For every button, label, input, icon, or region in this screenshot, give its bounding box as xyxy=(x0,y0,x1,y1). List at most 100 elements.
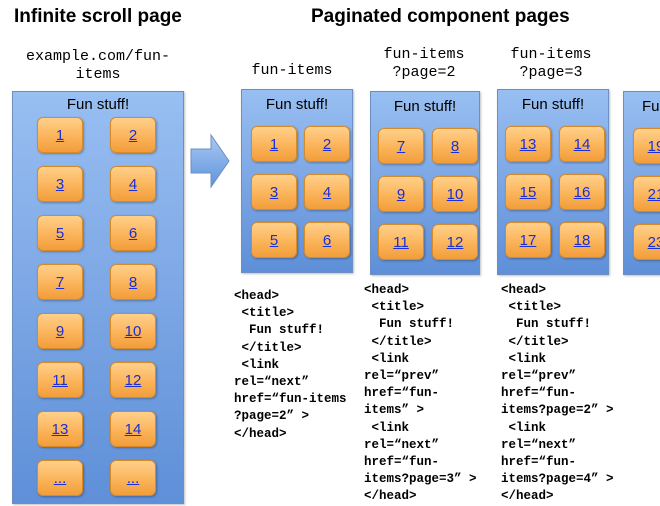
item-link[interactable]: 10 xyxy=(124,322,142,340)
item-tile: 19 xyxy=(633,128,660,164)
code-line: ?page=2” > xyxy=(234,409,310,424)
item-link[interactable]: 1 xyxy=(55,126,65,144)
item-link[interactable]: 2 xyxy=(322,135,332,153)
infinite-scroll-url: example.com/fun- items xyxy=(12,48,184,84)
code-line: href=“fun-items xyxy=(234,392,347,407)
item-tile: 10 xyxy=(432,176,478,212)
item-link[interactable]: 18 xyxy=(573,231,591,249)
item-link[interactable]: 16 xyxy=(573,183,591,201)
item-tile: 14 xyxy=(559,126,605,162)
code-line: rel=“next” xyxy=(234,375,310,390)
code-line: rel=“prev” xyxy=(364,369,440,384)
item-tile: 12 xyxy=(432,224,478,260)
item-tile: 8 xyxy=(432,128,478,164)
item-tile: 2 xyxy=(304,126,350,162)
code-line: Fun stuff! xyxy=(364,317,455,332)
item-tile: 6 xyxy=(304,222,350,258)
code-line: <link xyxy=(501,420,547,435)
item-link[interactable]: 19 xyxy=(647,137,660,155)
item-tile: 13 xyxy=(505,126,551,162)
item-tile: 1 xyxy=(251,126,297,162)
item-tile: 9 xyxy=(37,313,83,349)
item-tile: 3 xyxy=(251,174,297,210)
code-line: <head> xyxy=(234,289,280,303)
item-tile: 12 xyxy=(110,362,156,398)
item-link[interactable]: 1 xyxy=(269,135,279,153)
page1-head-code: <head> <title> Fun stuff! </title> <link… xyxy=(234,288,347,443)
item-tile: 1 xyxy=(37,117,83,153)
item-link[interactable]: 6 xyxy=(322,231,332,249)
item-link[interactable]: 12 xyxy=(124,371,142,389)
url-line: fun-items xyxy=(383,46,465,63)
item-link[interactable]: 3 xyxy=(55,175,65,193)
code-line: </head> xyxy=(234,426,287,441)
item-tile: 8 xyxy=(110,264,156,300)
item-tile: 7 xyxy=(37,264,83,300)
code-line: </head> xyxy=(364,489,417,504)
panel-title: Fun stuff! xyxy=(265,96,329,113)
item-link[interactable]: 15 xyxy=(519,183,537,201)
code-line: href=“fun- xyxy=(364,455,440,470)
item-link[interactable]: 8 xyxy=(128,273,138,291)
code-line: <head> xyxy=(501,283,547,297)
item-link[interactable]: ... xyxy=(126,469,140,487)
item-link[interactable]: 6 xyxy=(128,224,138,242)
page3-head-code: <head> <title> Fun stuff! </title> <link… xyxy=(501,282,614,506)
item-link[interactable]: 9 xyxy=(396,185,406,203)
code-line: Fun stuff! xyxy=(501,317,592,332)
item-link[interactable]: 13 xyxy=(51,420,69,438)
item-link[interactable]: 13 xyxy=(519,135,537,153)
item-tile: 14 xyxy=(110,411,156,447)
item-link[interactable]: 7 xyxy=(396,137,406,155)
item-link[interactable]: 8 xyxy=(450,137,460,155)
item-tile: 16 xyxy=(559,174,605,210)
code-line: href=“fun- xyxy=(501,386,577,401)
item-tile: 10 xyxy=(110,313,156,349)
item-link[interactable]: 7 xyxy=(55,273,65,291)
item-link[interactable]: 11 xyxy=(52,371,68,389)
item-link[interactable]: 12 xyxy=(446,233,464,251)
panel-title: Fun stuff! xyxy=(521,96,585,113)
code-line: <title> xyxy=(364,300,425,315)
code-line: rel=“prev” xyxy=(501,369,577,384)
item-link[interactable]: 4 xyxy=(322,183,332,201)
code-line: <title> xyxy=(501,300,562,315)
code-line: <link xyxy=(501,351,547,366)
url-line: example.com/fun- xyxy=(25,48,171,65)
item-link[interactable]: 17 xyxy=(519,231,537,249)
item-link[interactable]: 23 xyxy=(647,233,660,251)
code-line: items” > xyxy=(364,403,425,418)
item-link[interactable]: 21 xyxy=(647,185,660,203)
item-tile: 7 xyxy=(378,128,424,164)
item-link[interactable]: 14 xyxy=(573,135,591,153)
item-link[interactable]: 11 xyxy=(393,233,409,251)
code-line: </title> xyxy=(364,334,432,349)
item-link[interactable]: 3 xyxy=(269,183,279,201)
page2-url: fun-items ?page=2 xyxy=(370,46,478,82)
item-link[interactable]: 5 xyxy=(269,231,279,249)
panel-title: Fun stuff! xyxy=(66,96,130,113)
item-tile: 18 xyxy=(559,222,605,258)
item-tile: 5 xyxy=(37,215,83,251)
item-tile: ... xyxy=(110,460,156,496)
url-line: fun-items xyxy=(510,46,592,63)
url-line: ?page=3 xyxy=(519,64,583,81)
item-link[interactable]: ... xyxy=(53,469,67,487)
code-line: items?page=3” > xyxy=(364,472,477,487)
item-link[interactable]: 10 xyxy=(446,185,464,203)
item-link[interactable]: 5 xyxy=(55,224,65,242)
code-line: </title> xyxy=(234,340,302,355)
item-link[interactable]: 14 xyxy=(124,420,142,438)
item-tile: 11 xyxy=(37,362,83,398)
item-link[interactable]: 9 xyxy=(55,322,65,340)
code-line: items?page=2” > xyxy=(501,403,614,418)
item-link[interactable]: 2 xyxy=(128,126,138,144)
panel-title: Fun stuff! xyxy=(393,98,457,115)
item-link[interactable]: 4 xyxy=(128,175,138,193)
item-tile: 4 xyxy=(304,174,350,210)
item-tile: 15 xyxy=(505,174,551,210)
item-tile: 13 xyxy=(37,411,83,447)
item-tile: 9 xyxy=(378,176,424,212)
code-line: rel=“next” xyxy=(364,437,440,452)
code-line: href=“fun- xyxy=(364,386,440,401)
